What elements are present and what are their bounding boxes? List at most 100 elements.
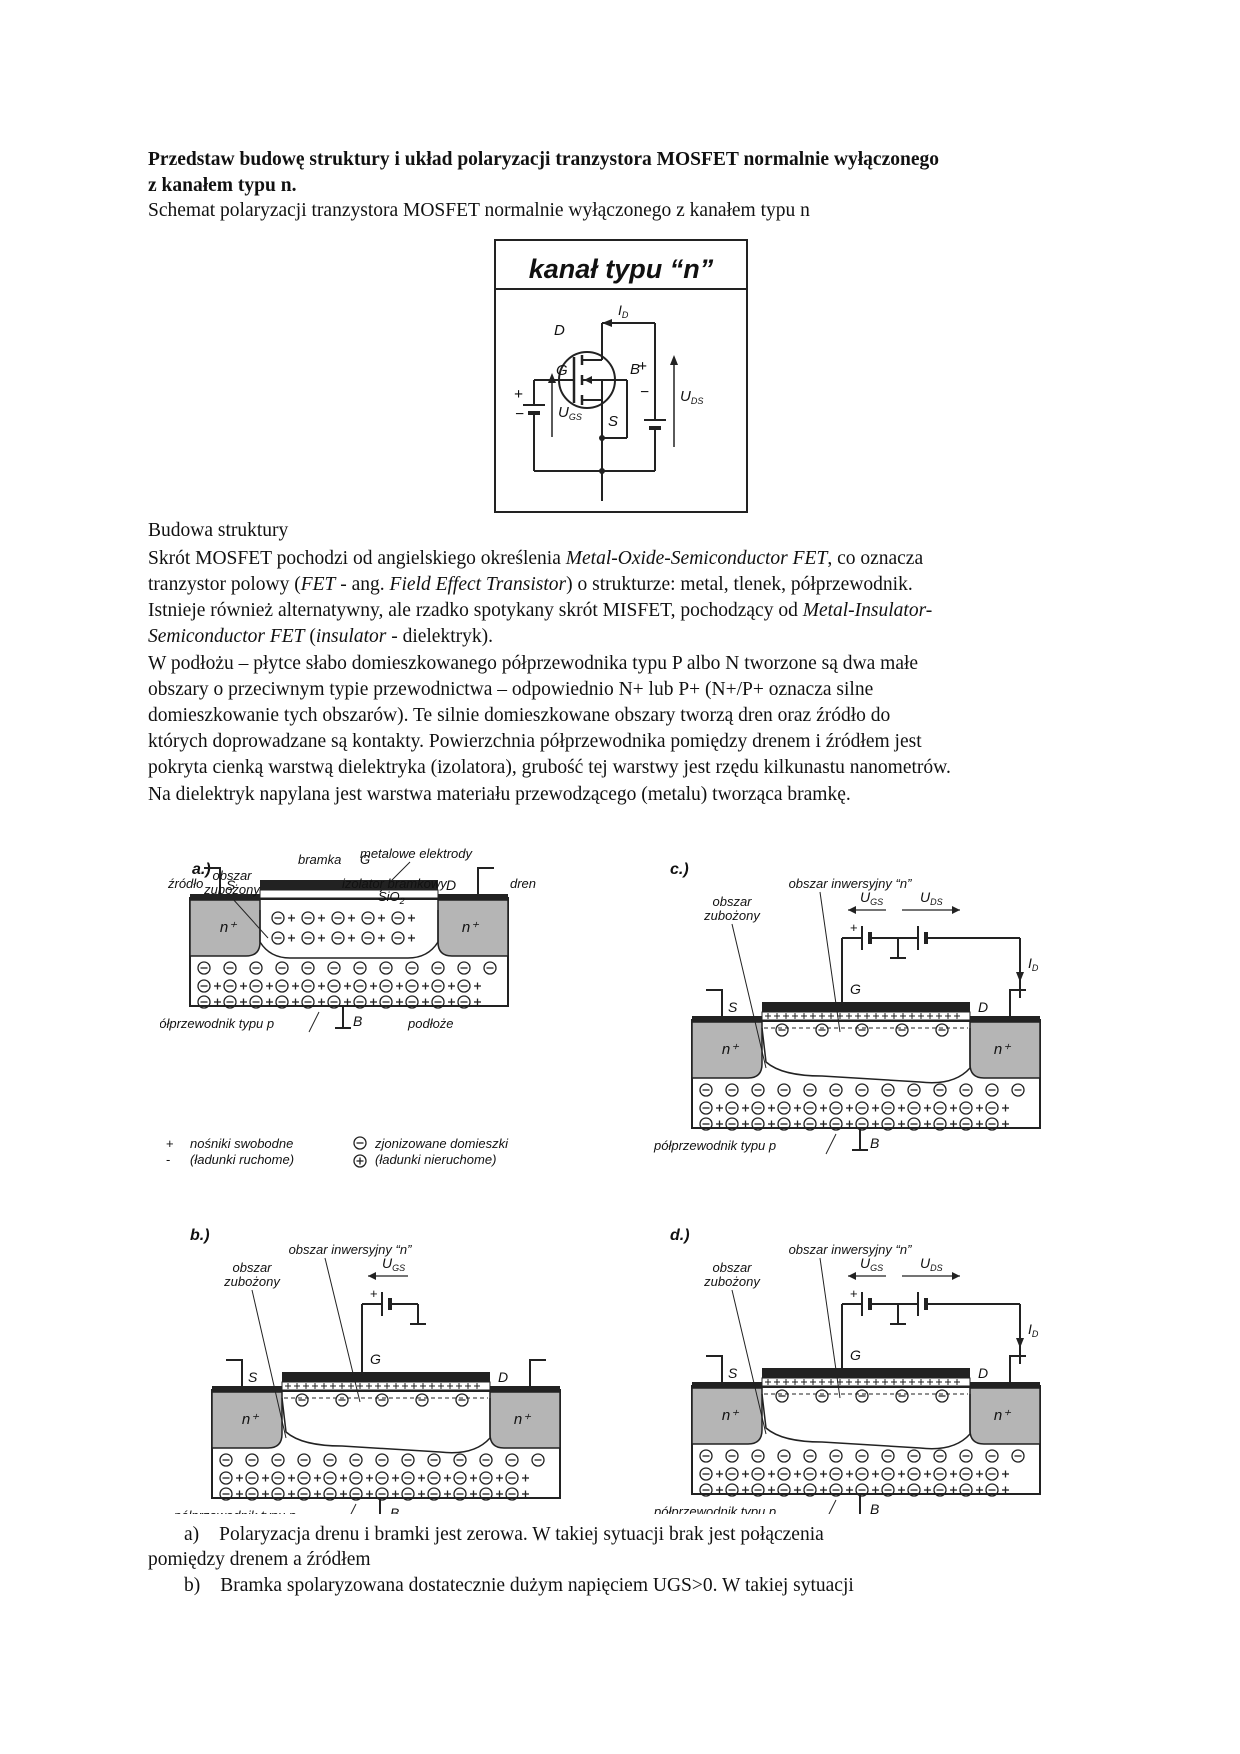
- ion-symbol: [453, 1487, 467, 1501]
- gate-g-label: G: [850, 981, 861, 997]
- bulk-label: podłoże: [407, 1016, 454, 1031]
- ion-symbol: [935, 1023, 949, 1037]
- ion-symbol: [829, 1449, 843, 1463]
- ion-symbol: [431, 961, 445, 975]
- ion-symbol: [803, 1467, 817, 1481]
- gate-metal: [762, 1368, 970, 1378]
- terminal-s-label: S: [728, 1365, 738, 1381]
- uds-minus: −: [640, 384, 649, 401]
- ion-symbol: [431, 979, 445, 993]
- ion-symbol: [855, 1101, 869, 1115]
- ion-symbol: [959, 1449, 973, 1463]
- para1-line-2: tranzystor polowy (FET - ang. Field Effe…: [148, 574, 913, 595]
- ion-symbol: [829, 1101, 843, 1115]
- terminal-b-label: B: [630, 361, 640, 378]
- ion-symbol: [457, 979, 471, 993]
- source-label: źródło: [167, 876, 203, 891]
- ion-symbol: [855, 1483, 869, 1497]
- drain-terminal-wire: [1009, 1355, 1026, 1382]
- ion-symbol: [725, 1467, 739, 1481]
- para2-line-2: obszary o przeciwnym typie przewodnictwa…: [148, 679, 874, 700]
- ion-symbol: [297, 1471, 311, 1485]
- para1-line-1: Skrót MOSFET pochodzi od angielskiego ok…: [148, 548, 924, 569]
- ion-symbol: [725, 1101, 739, 1115]
- ion-symbol: [855, 1117, 869, 1131]
- battery-plus: +: [370, 1286, 378, 1301]
- ion-symbol: [751, 1101, 765, 1115]
- gate-g-label: G: [360, 852, 370, 867]
- ion-symbol: [985, 1483, 999, 1497]
- substrate-type-label: półprzewodnik typu p: [173, 1508, 296, 1514]
- ion-symbol: [777, 1483, 791, 1497]
- ion-symbol: [427, 1487, 441, 1501]
- substrate-type-label: półprzewodnik typu p: [653, 1504, 776, 1514]
- uds-plus: +: [638, 358, 647, 375]
- ion-symbol: [855, 1083, 869, 1097]
- ion-symbol: [933, 1467, 947, 1481]
- n-plus-drain-label: n⁺: [994, 1041, 1011, 1058]
- ion-symbol: [815, 1023, 829, 1037]
- panel-c-tag: c.): [670, 861, 689, 878]
- ion-symbol: [881, 1467, 895, 1481]
- ion-symbol: [855, 1023, 869, 1037]
- ion-symbol: [455, 1393, 469, 1407]
- gate-g-label: G: [850, 1347, 861, 1363]
- legend-ion-neg: [353, 1136, 367, 1150]
- inversion-label: obszar inwersyjny “n”: [789, 1242, 912, 1257]
- ion-symbol: [353, 979, 367, 993]
- ion-symbol: [1011, 1449, 1025, 1463]
- ugs-plus: +: [514, 386, 523, 403]
- ion-symbol: [375, 1453, 389, 1467]
- ion-symbol: [881, 1483, 895, 1497]
- bulk-b-label: B: [870, 1135, 879, 1151]
- ion-symbol: [223, 961, 237, 975]
- n-plus-drain-label: n⁺: [514, 1411, 531, 1428]
- ion-symbol: [245, 1487, 259, 1501]
- ion-symbol: [959, 1117, 973, 1131]
- source-terminal-wire: [204, 867, 221, 894]
- ion-symbol: [361, 931, 375, 945]
- para2-line-1: W podłożu – płytce słabo domieszkowanego…: [148, 653, 919, 674]
- ion-symbol: [401, 1453, 415, 1467]
- ion-symbol: [297, 1453, 311, 1467]
- source-n-plus-region: [211, 1391, 283, 1449]
- ion-symbol: [271, 1453, 285, 1467]
- inversion-label: obszar inwersyjny “n”: [289, 1242, 412, 1257]
- substrate-type-label: półprzewodnik typu p: [653, 1138, 776, 1153]
- ion-symbol: [391, 931, 405, 945]
- ion-symbol: [933, 1449, 947, 1463]
- ion-symbol: [881, 1117, 895, 1131]
- ion-symbol: [245, 1471, 259, 1485]
- ion-symbol: [829, 1117, 843, 1131]
- ion-symbol: [777, 1449, 791, 1463]
- terminal-g-label: G: [556, 362, 568, 379]
- ion-symbol: [219, 1453, 233, 1467]
- legend-ions-2: (ładunki nieruchome): [375, 1152, 496, 1167]
- ion-symbol: [271, 931, 285, 945]
- para1-line-3: Istnieje również alternatywny, ale rzadk…: [148, 600, 933, 621]
- ion-symbol: [777, 1083, 791, 1097]
- ion-symbol: [327, 995, 341, 1009]
- ion-symbol: [881, 1449, 895, 1463]
- gate-oxide: [259, 889, 439, 899]
- legend-carriers-1: nośniki swobodne: [190, 1136, 293, 1151]
- ion-symbol: [815, 1389, 829, 1403]
- ion-symbol: [803, 1083, 817, 1097]
- ion-symbol: [453, 1453, 467, 1467]
- ion-symbol: [699, 1483, 713, 1497]
- ion-symbol: [483, 961, 497, 975]
- ion-symbol: [271, 1471, 285, 1485]
- ion-symbol: [219, 1487, 233, 1501]
- ion-symbol: [933, 1101, 947, 1115]
- ion-symbol: [775, 1023, 789, 1037]
- ion-symbol: [505, 1471, 519, 1485]
- ion-symbol: [907, 1483, 921, 1497]
- ion-symbol: [457, 961, 471, 975]
- ion-symbol: [985, 1449, 999, 1463]
- uds-label: UDS: [680, 388, 703, 406]
- ion-symbol: [959, 1483, 973, 1497]
- depletion-label-2: zubożony: [703, 908, 761, 923]
- depletion-boundary: [761, 1393, 971, 1450]
- ion-symbol: [985, 1117, 999, 1131]
